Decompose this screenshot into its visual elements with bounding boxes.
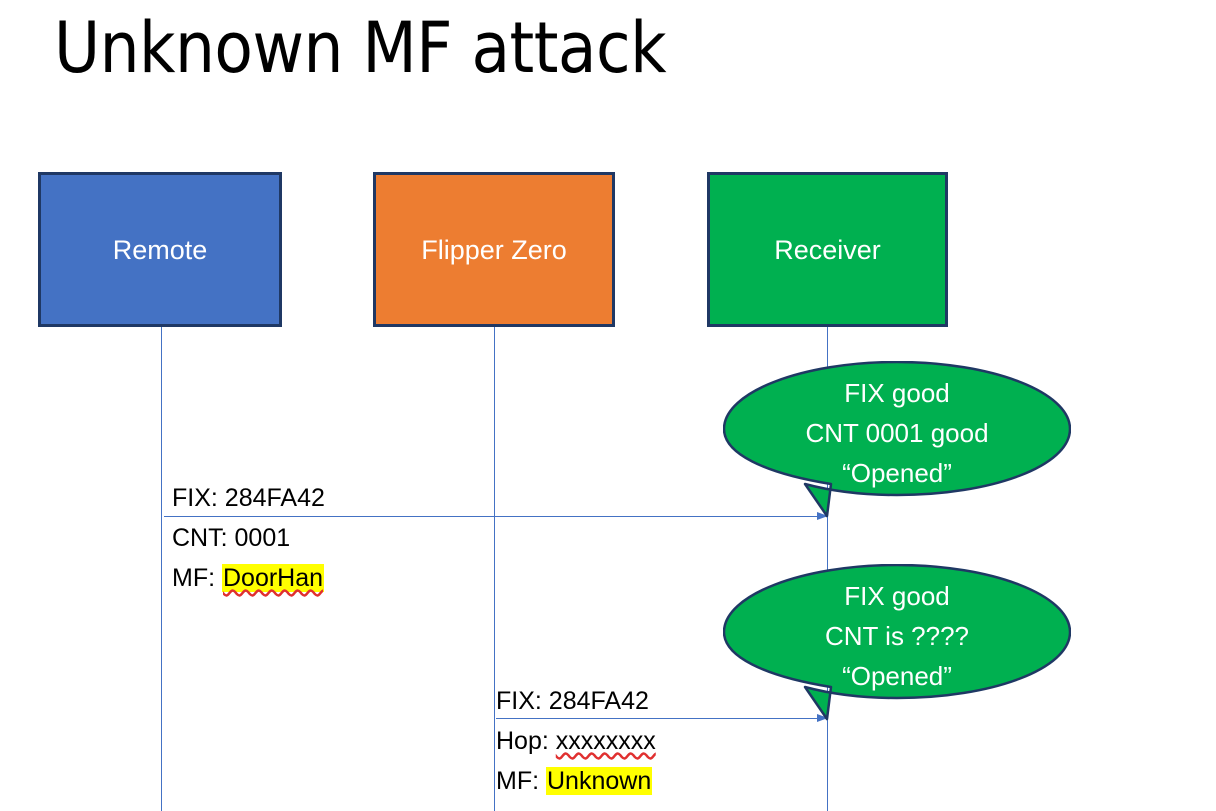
actor-box-remote[interactable]: Remote (38, 172, 282, 327)
callout-shape-icon (723, 361, 1071, 518)
actor-label-remote: Remote (112, 234, 208, 265)
message-line-value-highlighted: DoorHan (222, 564, 325, 592)
lifeline-receiver (827, 327, 828, 811)
message-line: Hop: xxxxxxxx (496, 721, 656, 761)
actor-box-receiver[interactable]: Receiver (707, 172, 948, 327)
message-line-label: FIX: (496, 687, 542, 715)
message-line-value: 0001 (234, 524, 291, 552)
actor-label-flipper-zero: Flipper Zero (421, 234, 567, 265)
message-line-value: 284FA42 (224, 484, 325, 512)
callout-shape-icon (723, 564, 1071, 721)
message-line: FIX: 284FA42 (172, 478, 325, 518)
lifeline-flipper-zero (494, 327, 495, 811)
callout-bubble-second[interactable]: FIX good CNT is ???? “Opened” (723, 564, 1071, 721)
message-line: CNT: 0001 (172, 518, 325, 558)
actor-label-receiver: Receiver (774, 234, 881, 265)
message-arrow-remote-to-receiver (164, 511, 828, 520)
message-arrow-flipper-to-receiver (496, 713, 828, 722)
message-line-label: FIX: (172, 484, 218, 512)
callout-bubble-first[interactable]: FIX good CNT 0001 good “Opened” (723, 361, 1071, 518)
message-line: MF: DoorHan (172, 558, 325, 598)
message-line: MF: Unknown (496, 761, 656, 801)
page-title: Unknown MF attack (54, 7, 667, 89)
message-line-label: MF: (496, 767, 540, 795)
message-line-label: MF: (172, 564, 216, 592)
message-line-value: xxxxxxxx (555, 727, 656, 755)
message-text-flipper-to-receiver: FIX: 284FA42 Hop: xxxxxxxx MF: Unknown (496, 681, 656, 801)
lifeline-remote (161, 327, 162, 811)
message-line-label: Hop: (496, 727, 549, 755)
message-line-value-highlighted: Unknown (546, 767, 653, 795)
message-line-value: 284FA42 (548, 687, 649, 715)
message-text-remote-to-receiver: FIX: 284FA42 CNT: 0001 MF: DoorHan (172, 478, 325, 598)
actor-box-flipper-zero[interactable]: Flipper Zero (373, 172, 615, 327)
message-line: FIX: 284FA42 (496, 681, 656, 721)
message-line-label: CNT: (172, 524, 228, 552)
